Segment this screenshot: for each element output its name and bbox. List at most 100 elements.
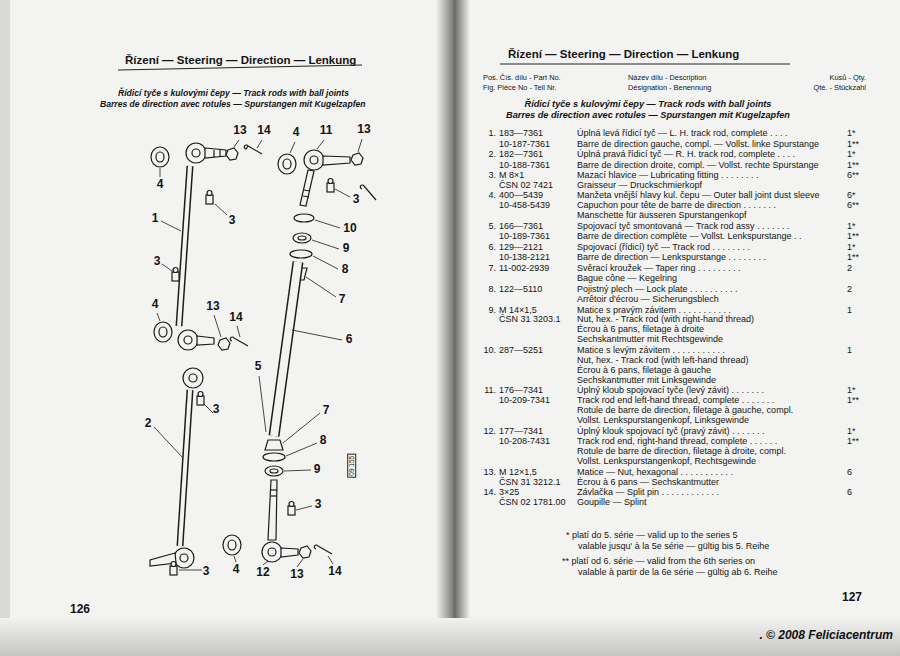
part-number: 10-187-7361 (499, 139, 550, 149)
part-number: 129—2121 (499, 242, 543, 252)
position-number: 11. (484, 385, 496, 395)
part-description: Capuchon pour tête de barre de direction… (577, 200, 776, 210)
quantity: 6 (847, 487, 852, 497)
drawing-code: 09 155 (347, 454, 356, 478)
position-number: 5. (488, 221, 496, 231)
header-rule (500, 64, 790, 65)
part-number: 183—7361 (499, 128, 543, 138)
part-description: Matice s levým závitem . . . . . . . . .… (577, 345, 725, 355)
part-number: 176—7341 (499, 385, 543, 395)
part-description: Barre de direction — Lenkspurstange . . … (577, 252, 766, 262)
callout-number: 3 (203, 565, 210, 579)
part-number: 10-458-5439 (499, 200, 550, 210)
quantity: 2 (847, 263, 852, 273)
gutter (436, 0, 470, 656)
part-number: 400—5439 (499, 190, 543, 200)
part-number: 3×25 (499, 487, 519, 497)
hex-nut (218, 148, 363, 558)
part-description: Svěrací kroužek — Taper ring . . . . . .… (577, 263, 740, 273)
footnote: ** platí od 6. série — valid from the 6t… (562, 556, 755, 566)
callout-number: 9 (314, 463, 321, 477)
position-number: 13. (483, 467, 496, 477)
quantity: 6 (847, 467, 852, 477)
position-number: 12. (483, 426, 496, 436)
page-number: 127 (842, 591, 862, 605)
part-description: Úplná pravá řídicí tyč — R. H. track rod… (577, 149, 795, 159)
callout-number: 13 (206, 300, 219, 314)
part-description: Arrêtoir d'écrou — Sicherungsblech (577, 294, 719, 304)
part-description: Goupille — Splint (577, 497, 647, 507)
quantity: 1* (847, 242, 856, 252)
quantity: 1* (847, 221, 856, 231)
clamp-parts (263, 440, 285, 476)
page-heading: Řízení — Steering — Direction — Lenkung (125, 54, 356, 67)
position-number: 8. (488, 284, 496, 294)
callout-number: 4 (152, 298, 159, 312)
quantity: 6* (847, 190, 856, 200)
callout-number: 13 (233, 124, 246, 138)
part-description: Spojovací (řídicí) tyč — Track rod . . .… (577, 242, 750, 252)
position-number: 7. (488, 263, 496, 273)
quantity: 6** (847, 200, 859, 210)
part-description: Mazací hlavice — Lubricating fitting . .… (577, 170, 759, 180)
watermark: . © 2008 Feliciacentrum (759, 629, 893, 643)
column-header: Qté. - Stückzahl (813, 84, 866, 93)
callout-number: 3 (213, 403, 220, 417)
part-number: 10-209-7341 (499, 395, 550, 405)
part-description: Écrou à 6 pans, filetage à gauche (577, 365, 711, 375)
lubricating-fitting (170, 179, 334, 576)
quantity: 1* (847, 149, 856, 159)
quantity: 1** (847, 139, 859, 149)
footnote: * platí do 5. série — valid up to the se… (566, 530, 738, 540)
position-number: 2. (488, 149, 496, 159)
quantity: 1* (847, 426, 856, 436)
part-number: 166—7361 (499, 221, 543, 231)
callout-number: 7 (323, 404, 330, 418)
column-header: Désignation - Benennung (628, 84, 711, 93)
callout-number: 14 (229, 311, 242, 325)
position-number: 9. (488, 305, 496, 315)
callout-number: 11 (320, 124, 333, 138)
part-number: ČSN 31 3212.1 (499, 477, 561, 487)
bottom-shade (0, 618, 900, 656)
position-number: 4. (488, 190, 496, 200)
leader-line (154, 139, 362, 570)
part-description: Bague cône — Kegelring (577, 273, 677, 283)
callout-number: 7 (339, 293, 346, 307)
quantity: 2 (847, 284, 852, 294)
quantity: 1* (847, 385, 856, 395)
part-number: M 8×1 (499, 170, 524, 180)
footnote: valable à partir de la 6e série — gültig… (578, 567, 778, 577)
track-rod-end-left-thread (300, 150, 350, 206)
part-description: Rotule de barre de direction, filetage à… (577, 446, 786, 456)
column-header: Kusů - Qty. (830, 74, 866, 83)
part-number: ČSN 31 3203.1 (499, 314, 561, 324)
part-number: 10-189-7361 (499, 231, 550, 241)
position-number: 3. (488, 170, 496, 180)
callout-number: 12 (256, 566, 269, 580)
quantity: 1** (847, 436, 859, 446)
part-number: 177—7341 (499, 426, 543, 436)
part-number: 287—5251 (499, 345, 543, 355)
part-description: Nut, hex. - Track rod (with right-hand t… (577, 314, 754, 324)
quantity: 1 (847, 305, 852, 315)
part-description: Écrou à 6 pans — Sechskantmutter (577, 477, 719, 487)
callout-number: 4 (293, 126, 300, 140)
part-description: Écrou à 6 pans, filetage à droite (577, 324, 704, 334)
page-heading: Řízení — Steering — Direction — Lenkung (508, 48, 739, 61)
dust-sleeve (151, 147, 296, 555)
callout-number: 3 (229, 214, 236, 228)
position-number: 6. (488, 242, 496, 252)
part-description: Manschette für äusseren Spurstangenkopf (577, 210, 747, 220)
column-header: Název dílu - Description (628, 74, 706, 83)
quantity: 1* (847, 128, 856, 138)
part-number: M 12×1,5 (499, 467, 537, 477)
quantity: 1** (847, 231, 859, 241)
quantity: 1** (847, 252, 859, 262)
part-description: Graisseur — Druckschmierkopf (577, 180, 702, 190)
callout-number: 8 (320, 434, 327, 448)
callout-number: 14 (257, 124, 270, 138)
part-description: Vollst. Lenkspurstangenkopf, Rechtsgewin… (577, 456, 756, 466)
